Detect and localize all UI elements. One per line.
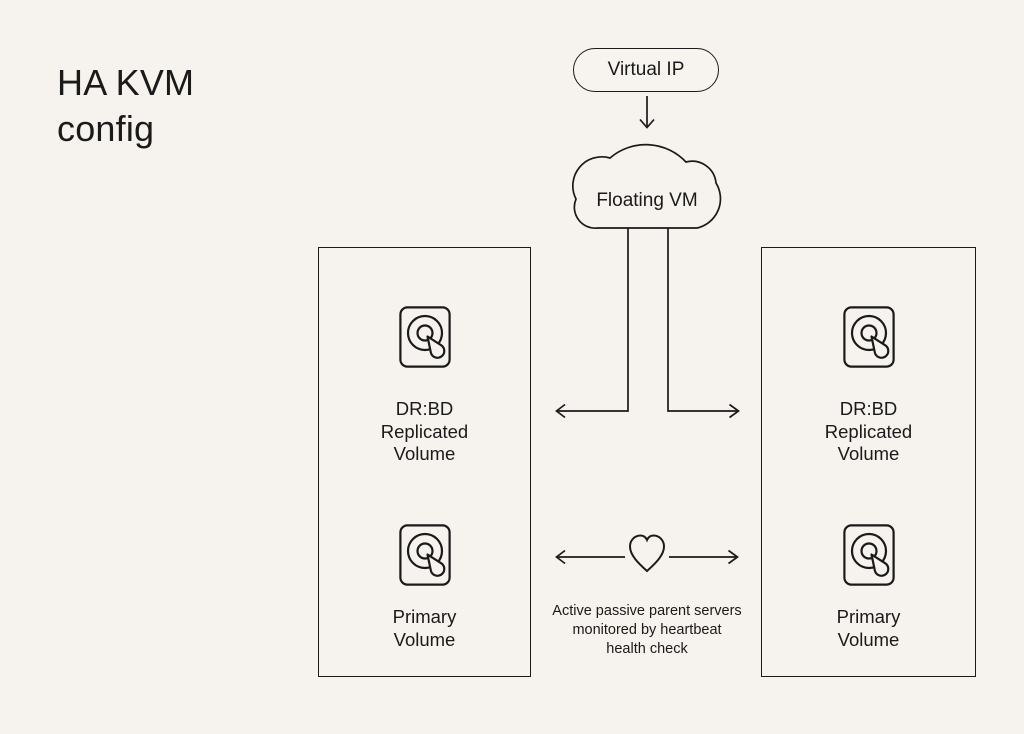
hard-disk-icon (398, 524, 451, 586)
arrow-left-icon (555, 403, 566, 419)
arrow-down-icon (639, 118, 655, 129)
arrow-left-icon (555, 549, 566, 565)
primary-volume-label: Primary Volume (392, 606, 457, 650)
connector-left-line (557, 228, 629, 412)
right-server-box: DR:BD Replicated Volume Primary Volume (761, 247, 976, 677)
left-server-box: DR:BD Replicated Volume Primary Volume (318, 247, 531, 677)
heart-icon (628, 534, 666, 573)
replicated-volume-label: DR:BD Replicated Volume (824, 398, 913, 464)
replicated-volume-label: DR:BD Replicated Volume (380, 398, 469, 464)
heartbeat-caption: Active passive parent servers monitored … (552, 603, 742, 657)
virtual-ip-node: Virtual IP (573, 48, 719, 92)
hard-disk-icon (842, 524, 895, 586)
page-title: HA KVM config (57, 62, 195, 149)
arrow-right-icon (729, 403, 740, 419)
hard-disk-icon (842, 306, 895, 368)
cloud-shape (572, 143, 722, 229)
arrow-right-icon (728, 549, 739, 565)
floating-vm-label: Floating VM (596, 190, 698, 211)
virtual-ip-label: Virtual IP (607, 59, 685, 80)
primary-volume-label: Primary Volume (836, 606, 901, 650)
hard-disk-icon (398, 306, 451, 368)
connector-right-line (667, 228, 738, 412)
